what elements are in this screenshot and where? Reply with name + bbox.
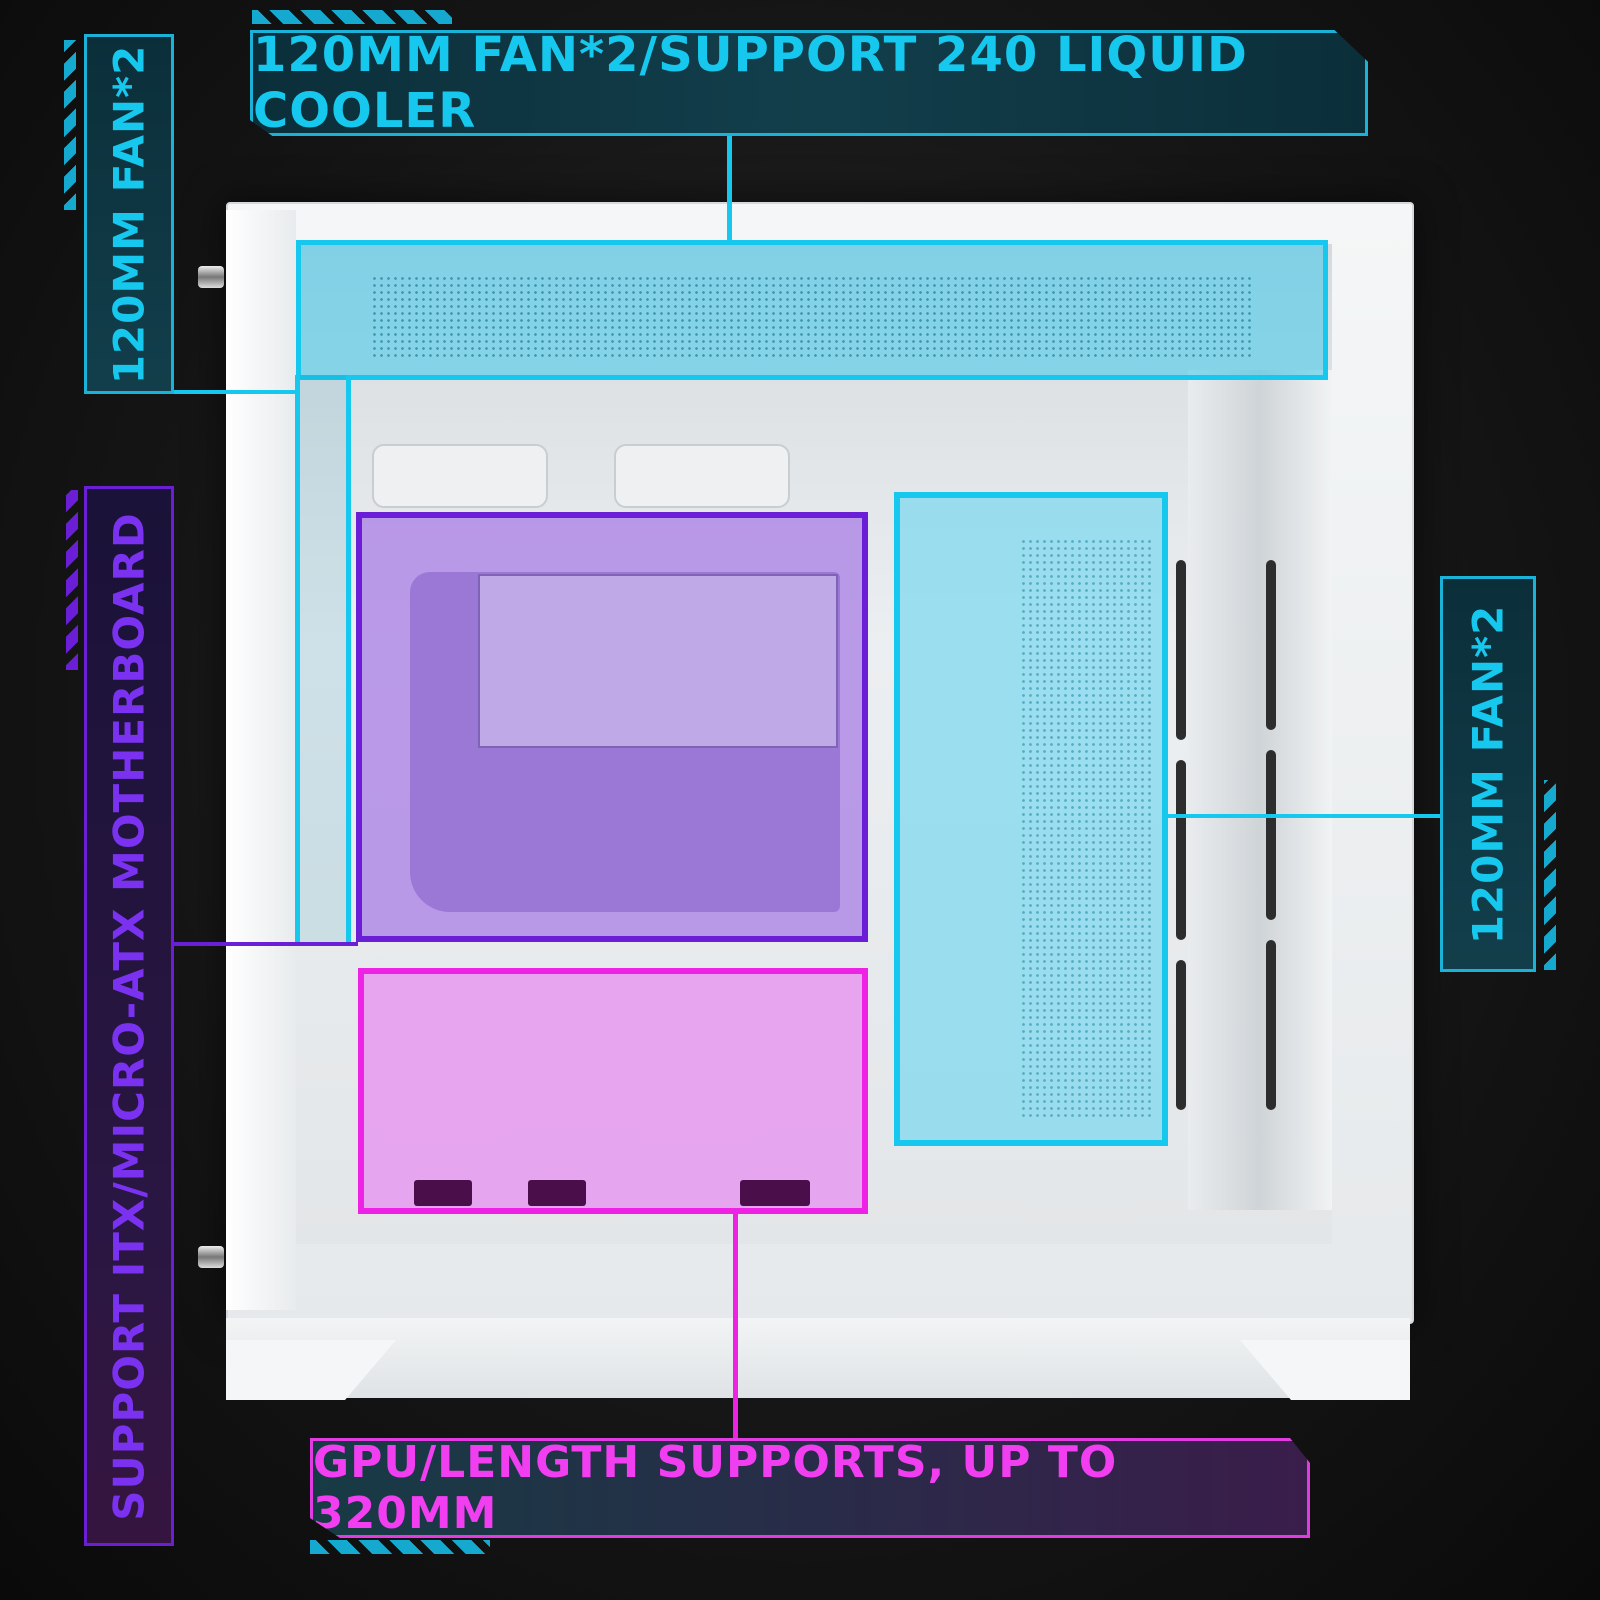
vent-slot bbox=[1176, 960, 1186, 1110]
thumbscrew-bottom bbox=[198, 1246, 224, 1268]
decor-stripes bbox=[66, 490, 78, 670]
decor-stripes bbox=[252, 10, 452, 24]
gpu-psu-zone bbox=[358, 968, 868, 1214]
callout-gpu: GPU/LENGTH SUPPORTS, UP TO 320MM bbox=[310, 1438, 1310, 1538]
case-base bbox=[226, 1318, 1410, 1398]
vent-slot bbox=[1266, 940, 1276, 1110]
psu-cutout bbox=[740, 1180, 810, 1206]
callout-top-fan: 120MM FAN*2/SUPPORT 240 LIQUID COOLER bbox=[250, 30, 1368, 136]
psu-cutout bbox=[414, 1180, 472, 1206]
grommet-cutout-left bbox=[372, 444, 548, 508]
callout-motherboard: SUPPORT ITX/MICRO-ATX MOTHERBOARD bbox=[84, 486, 174, 1546]
vent-slot bbox=[1176, 760, 1186, 940]
case-front-panel bbox=[226, 210, 296, 1310]
vent-slot bbox=[1266, 560, 1276, 730]
callout-side-fan-text: 120MM FAN*2 bbox=[1463, 604, 1513, 944]
grommet-cutout-right bbox=[614, 444, 790, 508]
callout-front-fan: 120MM FAN*2 bbox=[84, 34, 174, 394]
vent-slot bbox=[1176, 560, 1186, 740]
callout-gpu-text: GPU/LENGTH SUPPORTS, UP TO 320MM bbox=[313, 1437, 1118, 1539]
connector-side-fan bbox=[1168, 814, 1440, 818]
thumbscrew-top bbox=[198, 266, 224, 288]
decor-stripes bbox=[1544, 780, 1556, 970]
connector-gpu bbox=[733, 1214, 738, 1440]
connector-top-fan bbox=[727, 136, 732, 242]
connector-motherboard bbox=[174, 942, 358, 946]
side-fan-zone bbox=[894, 492, 1168, 1146]
callout-front-fan-text: 120MM FAN*2 bbox=[104, 44, 154, 384]
case-glass-edge bbox=[1188, 370, 1332, 1210]
top-fan-zone bbox=[296, 240, 1328, 380]
motherboard-panel bbox=[478, 574, 838, 748]
decor-stripes bbox=[64, 40, 76, 210]
connector-front-fan bbox=[174, 390, 298, 394]
vent-slot bbox=[1266, 750, 1276, 920]
callout-top-fan-text: 120MM FAN*2/SUPPORT 240 LIQUID COOLER bbox=[253, 27, 1248, 139]
front-fan-zone bbox=[295, 375, 351, 945]
decor-stripes bbox=[310, 1540, 490, 1554]
callout-side-fan: 120MM FAN*2 bbox=[1440, 576, 1536, 972]
callout-motherboard-text: SUPPORT ITX/MICRO-ATX MOTHERBOARD bbox=[104, 511, 154, 1521]
psu-cutout bbox=[528, 1180, 586, 1206]
